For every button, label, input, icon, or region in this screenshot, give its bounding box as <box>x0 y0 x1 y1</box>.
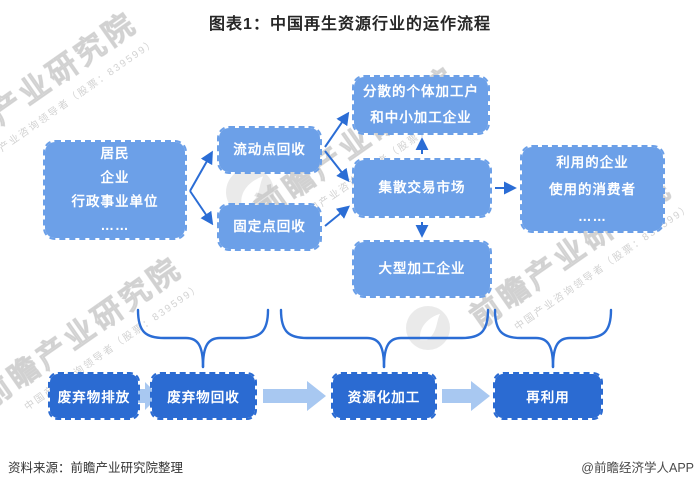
stage-label: 资源化加工 <box>347 390 421 405</box>
flow-box-end-users: 利用的企业 使用的消费者 …… <box>520 145 665 233</box>
flow-box-line: 行政事业单位 <box>71 194 159 209</box>
flow-box-mobile-collection: 流动点回收 <box>217 126 322 174</box>
stage-box-waste-discharge: 废弃物排放 <box>48 372 140 420</box>
group-braces <box>136 308 613 369</box>
flow-arrows <box>189 111 517 238</box>
flow-box-line: 企业 <box>100 170 130 185</box>
flow-box-fixed-collection: 固定点回收 <box>217 203 322 251</box>
flow-box-trading-market: 集散交易市场 <box>352 158 492 218</box>
stage-label: 再利用 <box>526 390 570 405</box>
flow-box-line: 大型加工企业 <box>378 261 466 276</box>
flow-box-line: 固定点回收 <box>233 219 306 234</box>
flow-box-line: 集散交易市场 <box>378 180 466 195</box>
stage-label: 废弃物排放 <box>57 390 131 405</box>
stage-label: 废弃物回收 <box>167 390 240 405</box>
stage-box-waste-collection: 废弃物回收 <box>150 372 257 420</box>
figure-title: 图表1：中国再生资源行业的运作流程 <box>209 16 491 33</box>
flow-box-line: …… <box>578 208 607 224</box>
flow-box-line: 分散的个体加工户 <box>363 84 479 99</box>
stage-box-resource-processing: 资源化加工 <box>331 372 437 420</box>
flow-box-source: 居民 企业 行政事业单位 …… <box>43 140 187 240</box>
app-credit: @前瞻经济学人APP <box>581 461 694 475</box>
data-source-note: 资料来源：前瞻产业研究院整理 <box>8 461 184 475</box>
flow-box-scattered-processors: 分散的个体加工户 和中小加工企业 <box>352 75 490 135</box>
flow-box-line: 流动点回收 <box>233 142 306 157</box>
flow-box-line: 居民 <box>100 146 130 161</box>
flow-box-line: …… <box>100 218 130 233</box>
flow-box-large-processors: 大型加工企业 <box>352 240 492 298</box>
flow-box-line: 使用的消费者 <box>549 181 636 197</box>
flow-box-line: 和中小加工企业 <box>370 110 472 125</box>
flow-box-line: 利用的企业 <box>556 154 629 170</box>
stage-box-reuse: 再利用 <box>493 372 603 420</box>
